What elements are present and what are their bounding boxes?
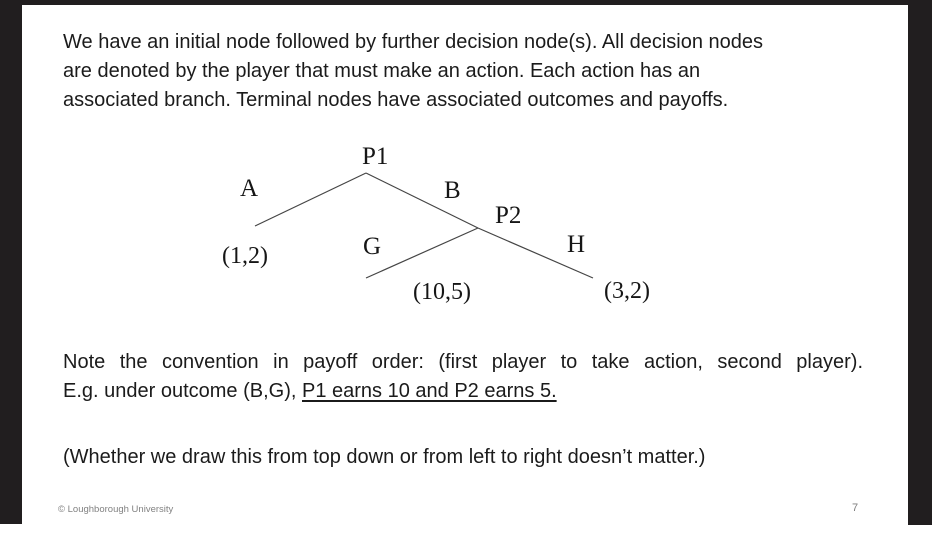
footer-copyright: © Loughborough University (58, 504, 174, 515)
branch-label-a: A (240, 175, 259, 202)
payoff-label-a: (1,2) (222, 243, 268, 269)
branch-line-g (365, 227, 479, 279)
branch-label-h: H (567, 231, 586, 258)
intro-line-1: We have an initial node followed by furt… (63, 31, 764, 53)
payoff-label-h: (3,2) (604, 278, 650, 304)
intro-line-3: associated branch. Terminal nodes have a… (63, 89, 729, 111)
node-label-p1: P1 (362, 143, 389, 170)
aside-text: (Whether we draw this from top down or f… (63, 446, 706, 468)
branch-line-a (254, 172, 367, 227)
note-underlined-text: P1 earns 10 and P2 earns 5. (302, 380, 557, 402)
note-line-2: E.g. under outcome (B,G), P1 earns 10 an… (63, 377, 863, 406)
note-line-2-prefix: E.g. under outcome (B,G), (63, 380, 302, 402)
node-label-p2: P2 (495, 202, 522, 229)
note-line-1: Note the convention in payoff order: (fi… (63, 351, 863, 373)
frame-bar-right (908, 0, 932, 525)
intro-line-2: are denoted by the player that must make… (63, 60, 701, 82)
slide-page-number: 7 (851, 502, 859, 514)
branch-label-b: B (444, 177, 461, 204)
payoff-label-g: (10,5) (413, 279, 471, 305)
frame-bar-left (0, 0, 22, 524)
branch-label-g: G (363, 233, 382, 260)
branch-line-b (365, 172, 479, 229)
frame-bar-top (0, 0, 932, 5)
